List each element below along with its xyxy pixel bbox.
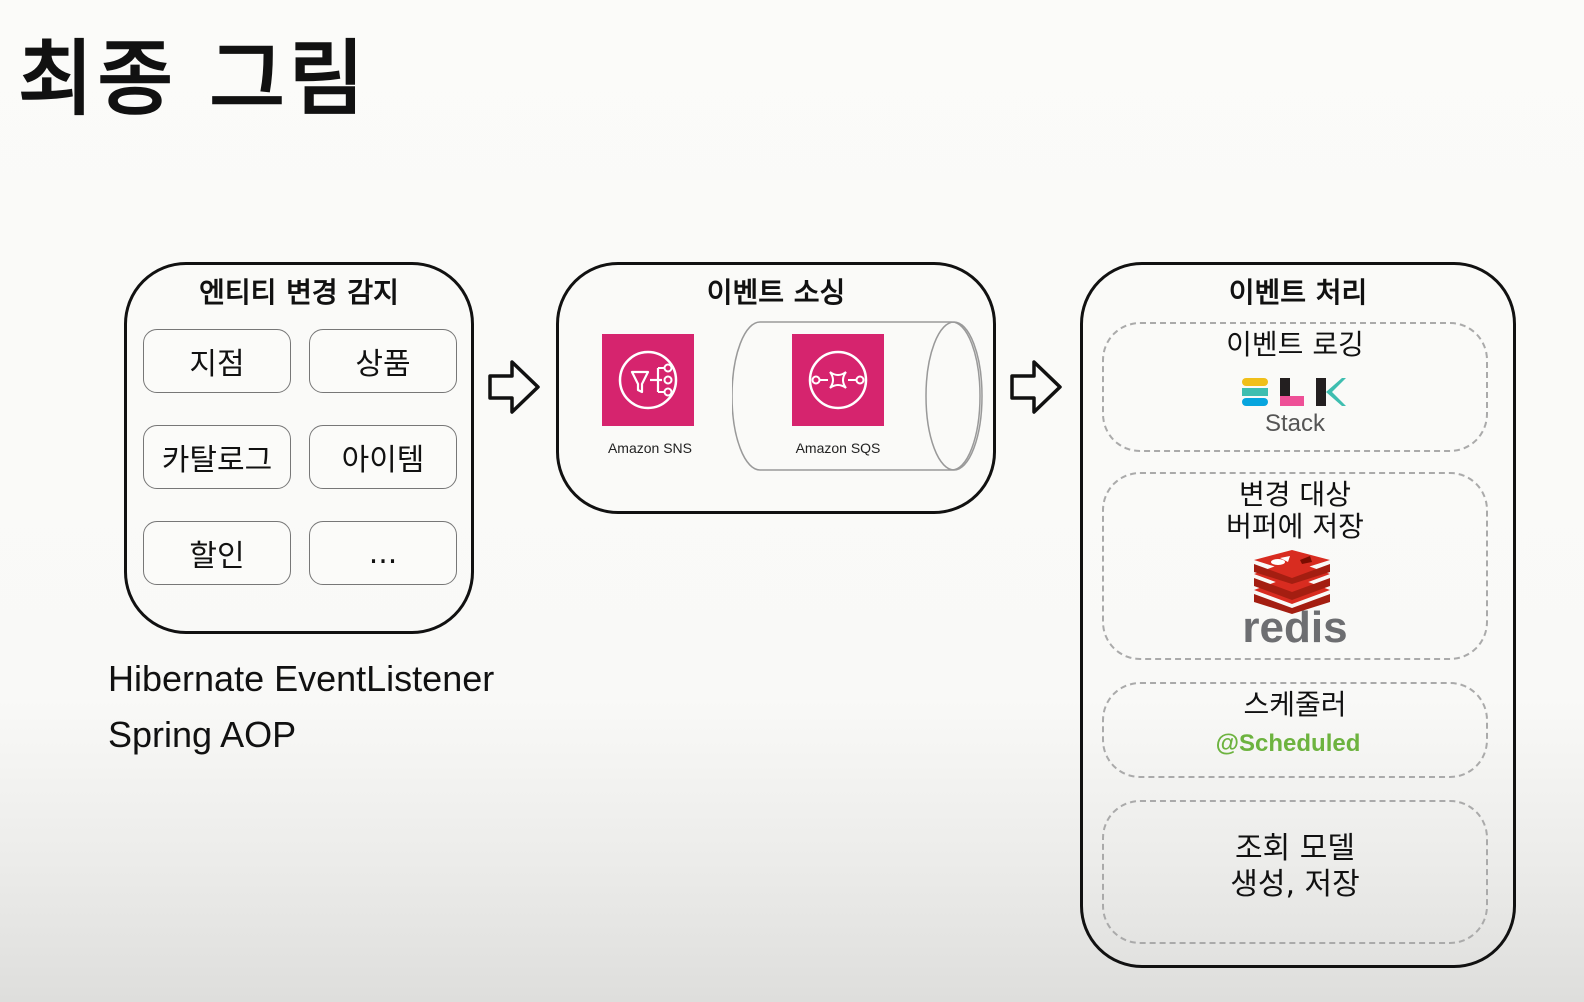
panel-title: 엔티티 변경 감지: [199, 276, 399, 309]
tech-spring-aop: Spring AOP: [108, 714, 297, 755]
event-logging-box: 이벤트 로깅 Stack: [1102, 322, 1488, 452]
chip-discount: 할인: [143, 521, 291, 585]
redis-text: redis: [1242, 603, 1348, 652]
chip-catalog: 카탈로그: [143, 425, 291, 489]
query-model-line1: 조회 모델: [1235, 831, 1355, 866]
event-logging-label: 이벤트 로깅: [1226, 328, 1364, 361]
sns-label: Amazon SNS: [607, 440, 693, 456]
redis-logo: [1254, 550, 1330, 614]
query-model-box: 조회 모델 생성, 저장: [1102, 800, 1488, 944]
arrow-right-icon: [488, 360, 540, 414]
buffer-storage-box: 변경 대상 버퍼에 저장 redis: [1102, 472, 1488, 660]
query-model-line2: 생성, 저장: [1230, 867, 1360, 902]
buffer-label-line1: 변경 대상: [1239, 478, 1351, 511]
scheduler-label: 스케줄러: [1243, 688, 1347, 721]
event-sourcing-panel: 이벤트 소싱: [556, 262, 996, 514]
page-title: 최종 그림: [18, 32, 369, 127]
scheduled-annotation: @Scheduled: [1215, 730, 1361, 757]
arrow-right-icon: [1010, 360, 1062, 414]
queue-cylinder: [732, 321, 983, 471]
panel-title: 이벤트 소싱: [706, 276, 846, 309]
chip-item: 아이템: [309, 425, 457, 489]
chip-branch: 지점: [143, 329, 291, 393]
scheduler-box: 스케줄러 @Scheduled: [1102, 682, 1488, 778]
sqs-label: Amazon SQS: [795, 440, 881, 456]
chip-product: 상품: [309, 329, 457, 393]
entity-change-detection-panel: 엔티티 변경 감지 지점 상품 카탈로그 아이템 할인 ...: [124, 262, 474, 634]
buffer-label-line2: 버퍼에 저장: [1226, 510, 1364, 543]
elk-stack-text: Stack: [1264, 410, 1326, 437]
sqs-icon: [792, 334, 884, 426]
chip-more: ...: [309, 521, 457, 585]
elk-logo: [1242, 378, 1346, 406]
event-processing-panel: 이벤트 처리: [1080, 262, 1516, 968]
panel-title: 이벤트 처리: [1228, 276, 1368, 309]
sns-icon: [602, 334, 694, 426]
tech-hibernate: Hibernate EventListener: [108, 658, 495, 699]
